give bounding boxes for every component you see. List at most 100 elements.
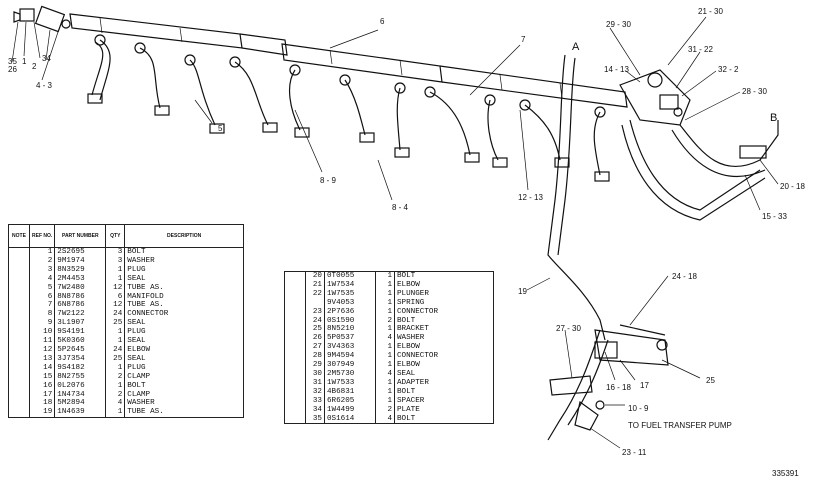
ref-cell: 6 (28, 292, 56, 302)
letter-b-label: B (770, 112, 777, 124)
part-number-cell: 5M2894 (54, 399, 107, 409)
note-cell (284, 352, 306, 362)
part-number-cell: 9M1974 (54, 256, 107, 266)
part-number-cell: 2M5730 (324, 369, 376, 379)
part-number-cell: 2S2695 (54, 247, 107, 257)
description-cell: BOLT (394, 387, 494, 397)
qty-cell: 1 (105, 265, 126, 275)
ref-cell: 28 (305, 352, 325, 362)
callout-17: 17 (640, 381, 649, 390)
qty-cell: 1 (375, 343, 395, 353)
ref-cell: 27 (305, 343, 325, 353)
ref-cell: 11 (28, 337, 56, 346)
ref-cell: 26 (305, 334, 325, 344)
note-cell (8, 337, 30, 346)
note-cell (284, 325, 306, 335)
description-cell: BOLT (394, 316, 494, 326)
callout-16-18: 16 - 18 (606, 383, 631, 392)
qty-cell: 3 (105, 247, 126, 257)
header-part-number: PART NUMBER (54, 224, 107, 248)
parts-list-table-1: NOTE REF NO. PART NUMBER QTY DESCRIPTION… (8, 224, 244, 419)
description-cell: ELBOW (394, 361, 494, 370)
ref-cell: 19 (28, 408, 56, 419)
part-number-cell: 9S4191 (54, 328, 107, 338)
description-cell: BRACKET (394, 325, 494, 335)
qty-cell: 2 (105, 390, 126, 400)
ref-cell: 5 (28, 283, 56, 293)
callout-8-9: 8 - 9 (320, 176, 337, 185)
description-cell: TUBE AS. (124, 283, 244, 293)
callout-1: 1 (22, 57, 27, 66)
part-number-cell: 3J7354 (54, 354, 107, 364)
ref-cell: 4 (28, 274, 56, 284)
note-cell (284, 316, 306, 326)
qty-cell: 1 (105, 381, 126, 391)
callout-14-13: 14 - 13 (604, 65, 629, 74)
table-header-row: NOTE REF NO. PART NUMBER QTY DESCRIPTION (8, 224, 244, 248)
description-cell: PLATE (394, 405, 494, 415)
description-cell: SPACER (394, 396, 494, 406)
note-cell (284, 369, 306, 379)
note-cell (8, 274, 30, 284)
part-number-cell: 8N3529 (54, 265, 107, 275)
callout-19: 19 (518, 287, 527, 296)
note-cell (284, 361, 306, 370)
qty-cell: 12 (105, 301, 126, 311)
note-cell (8, 283, 30, 293)
qty-cell: 2 (375, 316, 395, 326)
ref-cell: 35 (305, 414, 325, 425)
description-cell: CLAMP (124, 372, 244, 382)
ref-cell: 22 (305, 289, 325, 299)
note-cell (8, 256, 30, 266)
leader-lines (11, 16, 779, 449)
callout-5: 5 (218, 124, 223, 133)
figure-number: 335391 (772, 469, 799, 478)
qty-cell: 1 (375, 307, 395, 317)
callout-10-9: 10 - 9 (628, 404, 649, 413)
ref-cell: 34 (305, 405, 325, 415)
callout-15-33: 15 - 33 (762, 212, 787, 221)
callout-26: 26 (8, 65, 17, 74)
description-cell: ELBOW (394, 280, 494, 290)
note-cell (8, 265, 30, 275)
callout-labels: 35 26 1 2 34 4 - 3 6 5 7 8 - 9 8 - 4 12 … (8, 7, 805, 478)
ref-cell: 21 (305, 280, 325, 290)
part-number-cell: 0S1590 (324, 316, 376, 326)
note-cell (8, 381, 30, 391)
description-cell: BOLT (394, 414, 494, 425)
note-cell (284, 334, 306, 344)
header-description: DESCRIPTION (124, 224, 244, 248)
part-number-cell: 2M4453 (54, 274, 107, 284)
callout-23-11: 23 - 11 (622, 448, 647, 457)
note-cell (8, 247, 30, 257)
letter-a-label: A (572, 41, 580, 53)
ref-cell: 29 (305, 361, 325, 370)
fuel-manifold-rail (69, 13, 628, 108)
part-number-cell: 0L2076 (54, 381, 107, 391)
ref-cell: 30 (305, 369, 325, 379)
description-cell: ELBOW (394, 343, 494, 353)
transfer-pump-bracket (594, 324, 669, 366)
description-cell: TUBE AS. (124, 301, 244, 311)
note-cell (284, 396, 306, 406)
part-number-cell: 1N4734 (54, 390, 107, 400)
